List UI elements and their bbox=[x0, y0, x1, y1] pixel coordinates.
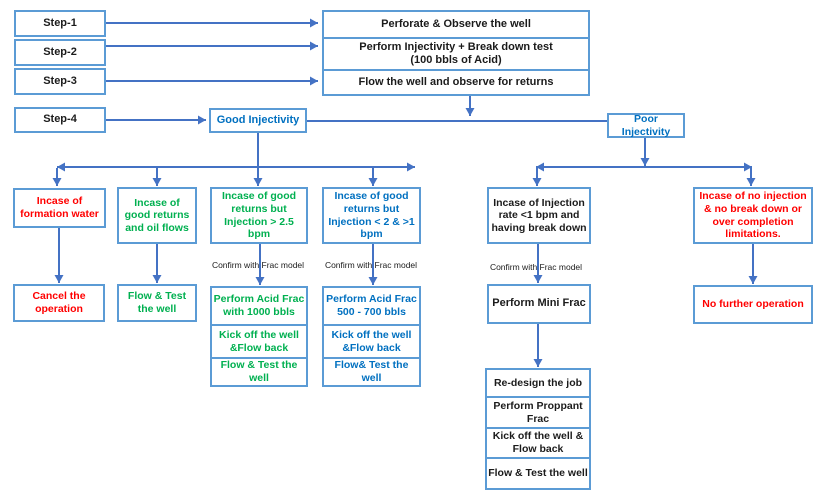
redesign-job-step1: Re-design the job bbox=[493, 376, 583, 389]
frac-model-note-acid500: Confirm with Frac model bbox=[324, 260, 418, 270]
frac-model-note-minifrac: Confirm with Frac model bbox=[489, 262, 583, 272]
cond-formation-water-box: Incase of formation water bbox=[13, 188, 106, 228]
good-injectivity-box: Good Injectivity bbox=[209, 108, 307, 133]
injectivity-breakdown-box: Perform Injectivity + Break down test (1… bbox=[324, 37, 588, 69]
perforate-observe-box: Perforate & Observe the well bbox=[381, 17, 531, 30]
cond-injection-gt-2-5-box: Incase of good returns but Injection > 2… bbox=[210, 187, 308, 244]
acid-frac-1000-step3: Flow & Test the well bbox=[212, 357, 306, 385]
acid-frac-500-step1: Perform Acid Frac 500 - 700 bbls bbox=[326, 293, 417, 318]
poor-injectivity-box: Poor Injectivity bbox=[607, 113, 685, 138]
injectivity-breakdown-line1: Perform Injectivity + Break down test bbox=[359, 40, 553, 53]
redesign-job-stack: Re-design the job Perform Proppant Frac … bbox=[485, 368, 591, 490]
cond-good-returns-oil-box: Incase of good returns and oil flows bbox=[117, 187, 197, 244]
redesign-job-step2: Perform Proppant Frac bbox=[487, 396, 589, 427]
acid-frac-1000-step1: Perform Acid Frac with 1000 bbls bbox=[213, 293, 305, 318]
acid-frac-1000-stack: Perform Acid Frac with 1000 bbls Kick of… bbox=[210, 286, 308, 387]
step1-box: Step-1 bbox=[14, 10, 106, 37]
injectivity-breakdown-line2: (100 bbls of Acid) bbox=[410, 54, 502, 66]
no-further-operation-box: No further operation bbox=[693, 285, 813, 324]
perform-mini-frac-box: Perform Mini Frac bbox=[487, 284, 591, 324]
flow-observe-returns-box: Flow the well and observe for returns bbox=[324, 69, 588, 94]
redesign-job-step4: Flow & Test the well bbox=[487, 457, 589, 488]
redesign-job-step3: Kick off the well & Flow back bbox=[487, 427, 589, 457]
step2-box: Step-2 bbox=[14, 39, 106, 66]
step3-box: Step-3 bbox=[14, 68, 106, 95]
cancel-operation-box: Cancel the operation bbox=[13, 284, 105, 322]
acid-frac-500-step2: Kick off the well &Flow back bbox=[324, 324, 419, 357]
cond-injection-1-to-2-box: Incase of good returns but Injection < 2… bbox=[322, 187, 421, 244]
step4-box: Step-4 bbox=[14, 107, 106, 133]
flow-test-well-box: Flow & Test the well bbox=[117, 284, 197, 322]
acid-frac-500-step3: Flow& Test the well bbox=[324, 357, 419, 385]
frac-model-note-acid1000: Confirm with Frac model bbox=[211, 260, 305, 270]
acid-frac-500-700-stack: Perform Acid Frac 500 - 700 bbls Kick of… bbox=[322, 286, 421, 387]
cond-injection-lt-1-box: Incase of Injection rate <1 bpm and havi… bbox=[487, 187, 591, 244]
acid-frac-1000-step2: Kick off the well &Flow back bbox=[212, 324, 306, 357]
cond-no-injection-box: Incase of no injection & no break down o… bbox=[693, 187, 813, 244]
top-sequence-stack: Perforate & Observe the well Perform Inj… bbox=[322, 10, 590, 96]
